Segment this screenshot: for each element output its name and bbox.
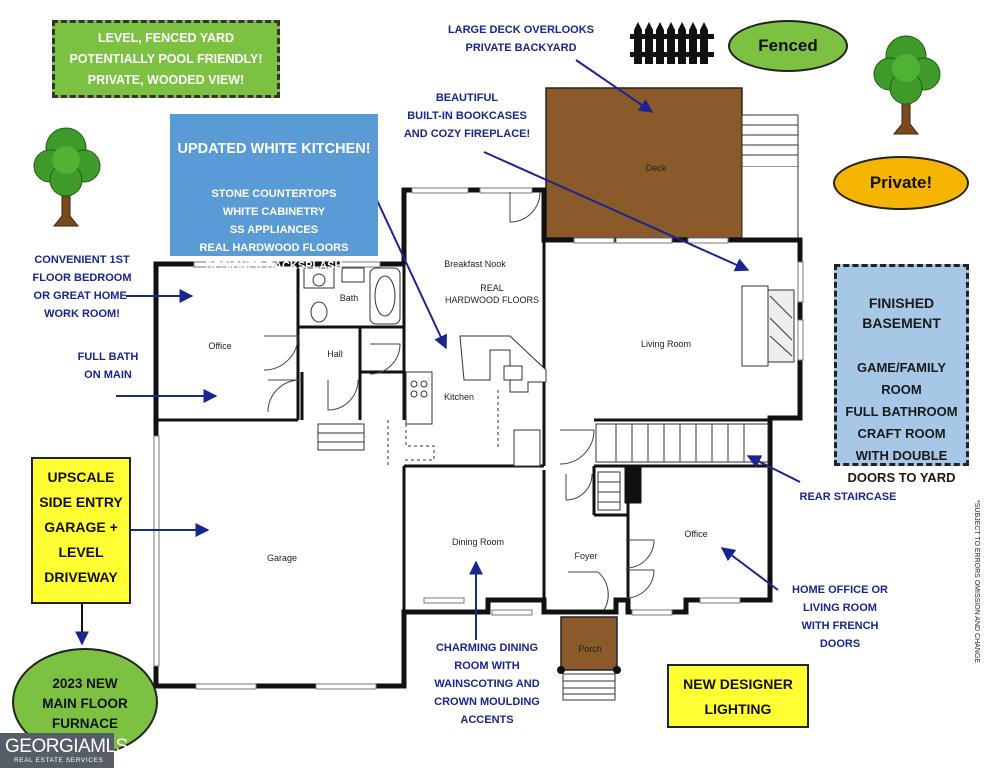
georgia-mls-logo: GEORGIAMLS REAL ESTATE SERVICES <box>0 733 128 768</box>
fireplace <box>741 285 795 367</box>
kitchen-feature-title: UPDATED WHITE KITCHEN! <box>177 141 371 157</box>
doors <box>263 191 655 611</box>
room-label-breakfast-nook: Breakfast Nook <box>444 259 506 269</box>
fence-icon <box>630 22 714 64</box>
room-label-porch: Porch <box>578 644 602 654</box>
rear-staircase-callout: REAR STAIRCASE <box>799 491 897 503</box>
private-badge: Private! <box>833 156 969 210</box>
room-label-kitchen: Kitchen <box>443 392 475 402</box>
room-label-office-right: Office <box>684 529 708 539</box>
lighting-feature-box: NEW DESIGNER LIGHTING <box>667 664 809 728</box>
kitchen-feature-box: UPDATED WHITE KITCHEN! STONE COUNTERTOPS… <box>170 114 378 272</box>
basement-feature-title: FINISHED BASEMENT <box>862 295 941 331</box>
room-label-dining-room: Dining Room <box>451 537 505 547</box>
kitchen-fixtures <box>387 335 547 467</box>
rear-stair-treads <box>595 423 769 511</box>
interior-walls <box>156 240 770 612</box>
porch-steps <box>562 673 616 701</box>
bath-fixtures <box>303 267 401 325</box>
deck-stairs <box>741 114 799 239</box>
yard-feature-box: LEVEL, FENCED YARD POTENTIALLY POOL FRIE… <box>52 20 280 98</box>
hall-steps <box>317 423 365 451</box>
callout-arrows <box>75 59 801 646</box>
basement-feature-box: FINISHED BASEMENT GAME/FAMILY ROOM FULL … <box>834 264 969 485</box>
bedroom-callout: CONVENIENT 1ST FLOOR BEDROOM OR GREAT HO… <box>32 254 132 320</box>
room-label-deck: Deck <box>645 163 667 173</box>
room-label-garage: Garage <box>266 553 298 563</box>
bookcases-callout: BEAUTIFUL BUILT-IN BOOKCASES AND COZY FI… <box>403 92 531 140</box>
deck-callout: LARGE DECK OVERLOOKS PRIVATE BACKYARD <box>447 24 595 54</box>
room-label-living-room: Living Room <box>640 339 692 349</box>
room-label-foyer: Foyer <box>574 551 598 561</box>
dining-callout: CHARMING DINING ROOM WITH WAINSCOTING AN… <box>434 642 540 726</box>
logo-sub-text: REAL ESTATE SERVICES <box>14 757 104 764</box>
room-label-office-left: Office <box>208 341 232 351</box>
basement-feature-list: GAME/FAMILY ROOM FULL BATHROOM CRAFT ROO… <box>845 360 958 485</box>
full-bath-callout: FULL BATH ON MAIN <box>77 351 139 381</box>
room-label-real-hardwood: REAL HARDWOOD FLOORS <box>444 283 539 305</box>
garage-feature-box: UPSCALE SIDE ENTRY GARAGE + LEVEL DRIVEW… <box>31 457 131 604</box>
disclaimer-text: *SUBJECT TO ERRORS OMISSION AND CHANGE <box>973 500 980 663</box>
porch-area <box>560 616 618 671</box>
fenced-badge: Fenced <box>728 20 848 72</box>
tree-icon <box>33 127 101 227</box>
windows <box>153 187 804 690</box>
kitchen-feature-list: STONE COUNTERTOPS WHITE CABINETRY SS APP… <box>199 188 349 272</box>
room-label-hall: Hall <box>327 349 343 359</box>
logo-main-text: GEORGIAMLS <box>5 736 128 757</box>
room-label-bath: Bath <box>339 293 359 303</box>
deck-area <box>545 87 743 239</box>
home-office-callout: HOME OFFICE OR LIVING ROOM WITH FRENCH D… <box>792 584 888 650</box>
tree-icon <box>873 35 941 135</box>
